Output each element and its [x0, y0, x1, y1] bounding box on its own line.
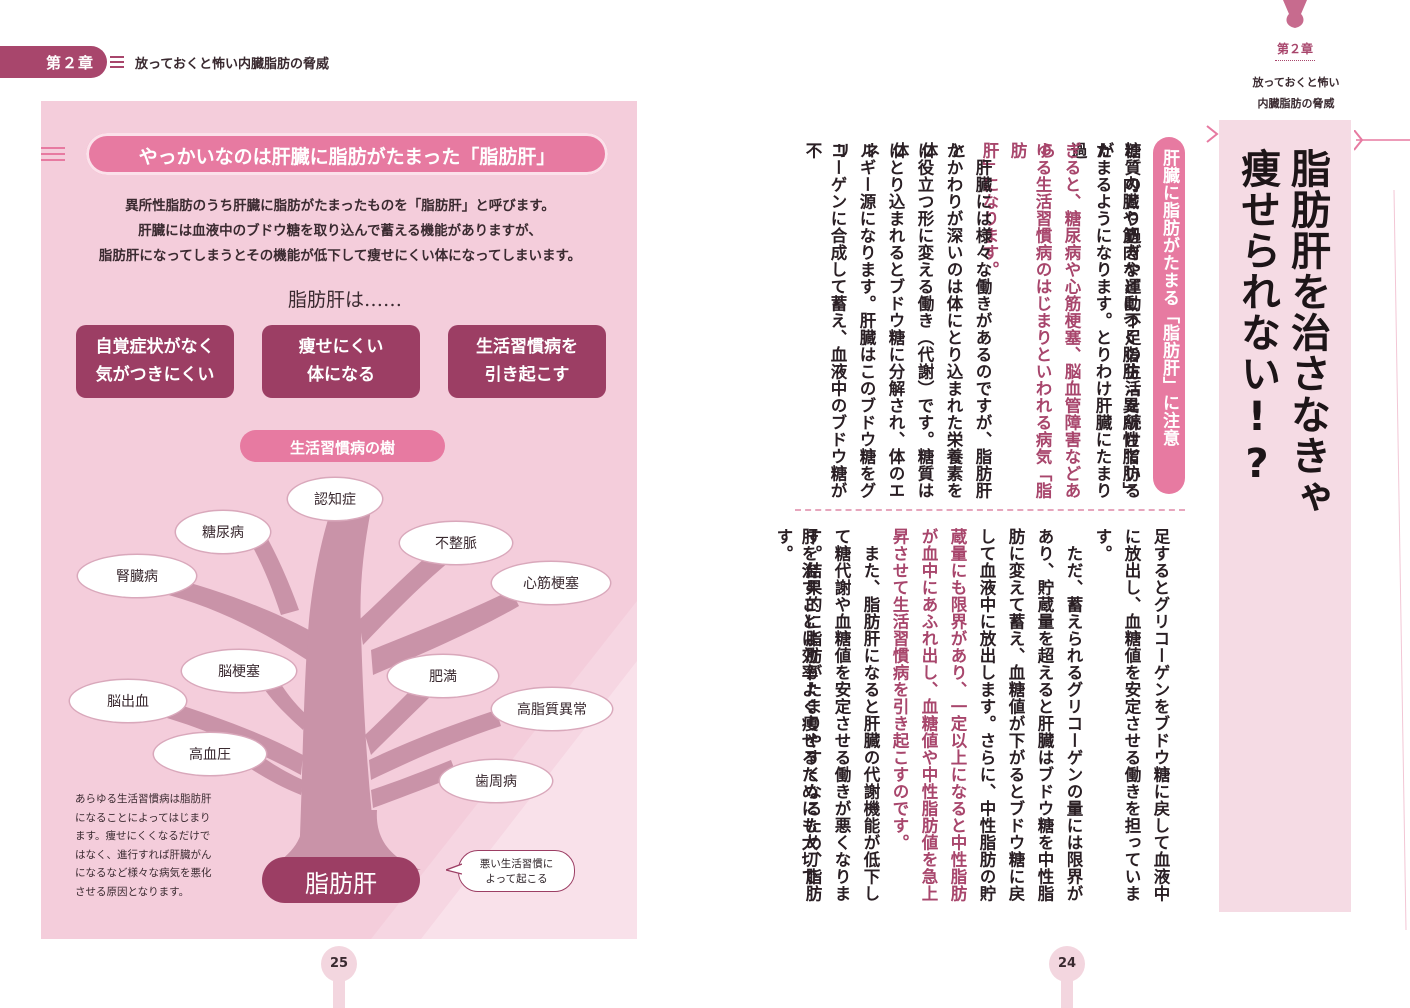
body-column: たまるようになります。とりわけ肝臓にたまり過	[1068, 142, 1112, 499]
body-column: に役立つ形に変える働き（代謝）です。糖質は体	[890, 142, 934, 499]
column-divider	[795, 509, 1185, 511]
body-column-emphasis: 蔵量にも限界があり、一定以上になると中性脂肪	[948, 528, 967, 902]
body-column: 肪に変えて蓄え、血糖値が下がるとブドウ糖に戻	[1006, 528, 1025, 902]
feature-box: 痩せにくい 体になる	[262, 325, 420, 398]
body-column: 肝臓には様々な働きがあるのですが、脂肪肝と	[948, 142, 992, 499]
body-column: かかわりが深いのは体にとり込まれた栄養素を体	[919, 142, 963, 499]
page-number-stem	[333, 978, 345, 1008]
disease-bubble-diabetes: 糖尿病	[176, 511, 270, 553]
disease-bubble-kidney: 腎臓病	[78, 555, 196, 597]
body-column: す。結果的に脂肪がたまりやすくなるため、脂肪	[803, 528, 822, 902]
body-column: に放出し、血糖値を安定させる働きを担っていま	[1122, 528, 1141, 902]
tree-note-line: させる原因となります。	[75, 885, 190, 898]
body-column: す。	[1093, 528, 1112, 562]
disease-bubble-dementia: 認知症	[288, 478, 382, 520]
tree-title-text: 生活習慣病の樹	[289, 439, 395, 457]
root-label-text: 脂肪肝	[305, 870, 377, 898]
chapter-divider	[1275, 60, 1315, 61]
disease-bubble-dyslipidemia: 高脂質異常	[492, 688, 612, 730]
body-column: ただ、蓄えられるグリコーゲンの量には限界が	[1064, 528, 1083, 902]
body-column: あり、貯蔵量を超えると肝臓はブドウ糖を中性脂	[1035, 528, 1054, 902]
main-title-line2: 痩せられない!?	[1234, 148, 1280, 488]
body-column: して血液中に放出します。さらに、中性脂肪の貯	[977, 528, 996, 902]
feature-box-line: 自覚症状がなく	[95, 337, 215, 357]
page-number-left: 25	[321, 946, 357, 982]
body-column: 足するとグリコーゲンをブドウ糖に戻して血液中	[1151, 528, 1170, 902]
subheading-text: 肝臓に脂肪がたまる「脂肪肝」に注意	[1159, 149, 1179, 447]
body-column-emphasis: が血中にあふれ出し、血糖値や中性脂肪値を急上	[919, 528, 938, 902]
main-title-line1: 脂肪肝を治さなきゃ	[1284, 148, 1330, 517]
speech-bubble: 悪い生活習慣に よって起こる	[458, 850, 575, 892]
section-headline: やっかいなのは肝臓に脂肪がたまった「脂肪肝」	[86, 133, 608, 175]
body-column-emphasis: ゆる生活習慣病のはじまりといわれる病気「脂肪	[1008, 142, 1052, 499]
feature-box-line: 引き起こす	[484, 365, 570, 385]
body-column: また、脂肪肝になると肝臓の代謝機能が低下し	[861, 528, 880, 902]
page-number-stem	[1061, 978, 1073, 1008]
feature-box-line: 気がつきにくい	[95, 365, 215, 385]
disease-bubble-cerebral-hemorrhage: 脳出血	[70, 680, 186, 722]
tree-note-line: はなく、進行すれば肝臓がん	[75, 848, 212, 861]
disease-bubble-cerebral-infarction: 脳梗塞	[182, 650, 296, 692]
intro-line: 肝臓には血液中のブドウ糖を取り込んで蓄える機能がありますが、	[138, 223, 542, 239]
body-column: にとり込まれるとブドウ糖に分解され、体のエネ	[861, 142, 905, 499]
body-column: と、内臓や筋肉などにつく脂肪「異所性脂肪」が	[1095, 142, 1139, 499]
right-chapter-title-line1: 放っておくと怖い	[1252, 76, 1340, 89]
decorative-lines-icon	[41, 147, 65, 161]
tree-note-line: になることによってはじまり	[75, 811, 211, 824]
feature-box: 自覚症状がなく 気がつきにくい	[76, 325, 234, 398]
page-number-right: 24	[1049, 946, 1085, 982]
right-chapter-title-line2: 内臓脂肪の脅威	[1257, 97, 1335, 110]
tree-note: あらゆる生活習慣病は脂肪肝 になることによってはじまり ます。痩せにくくなるだけ…	[75, 790, 240, 901]
disease-bubble-obesity: 肥満	[388, 655, 498, 697]
tree-note-line: あらゆる生活習慣病は脂肪肝	[75, 793, 212, 805]
feature-box-line: 痩せにくい	[298, 337, 384, 357]
title-band	[1219, 120, 1351, 912]
sub-title: 脂肪肝は……	[287, 289, 402, 311]
side-accent-lines	[1354, 130, 1410, 931]
title-chevron-icon	[1206, 125, 1219, 143]
tree-note-line: になるなど様々な病気を悪化	[75, 867, 212, 879]
body-column: て糖代謝や血糖値を安定させる働きが悪くなりま	[832, 528, 851, 902]
feature-box-line: 生活習慣病を	[476, 337, 578, 357]
chapter-title: 放っておくと怖い内臓脂肪の脅威	[135, 57, 329, 72]
intro-line: 異所性脂肪のうち肝臓に脂肪がたまったものを「脂肪肝」と呼びます。	[125, 198, 555, 214]
body-column: 糖質のとり過ぎや運動不足の生活を続けている	[1122, 142, 1141, 499]
feature-box: 生活習慣病を 引き起こす	[448, 325, 606, 398]
speech-tail-icon	[446, 863, 462, 875]
chapter-label: 第２章	[46, 54, 95, 72]
disease-bubble-mi: 心筋梗塞	[492, 562, 610, 604]
chapter-tab: 第２章	[0, 46, 107, 78]
subheading-pill: 肝臓に脂肪がたまる「脂肪肝」に注意	[1153, 137, 1185, 494]
disease-bubble-hypertension: 高血圧	[154, 733, 266, 775]
intro-line: 脂肪肝になってしまうとその機能が低下して痩せにくい体になってしまいます。	[98, 248, 582, 264]
body-column-emphasis: 昇させて生活習慣病を引き起こすのです。	[890, 528, 909, 851]
speech-line: 悪い生活習慣に	[479, 858, 554, 870]
menu-lines-icon	[110, 56, 124, 68]
body-column: ルギー源になります。肝臓はこのブドウ糖をグリ	[832, 142, 876, 499]
root-label: 脂肪肝	[262, 857, 420, 903]
speech-line: よって起こる	[485, 873, 548, 885]
body-column: 肝を治すことは効率よく痩せるためにも大切です。	[774, 528, 818, 885]
body-column: コーゲンに合成して蓄え、血液中のブドウ糖が不	[803, 142, 847, 499]
tree-title: 生活習慣病の樹	[240, 430, 445, 462]
top-ornament-icon	[1283, 0, 1307, 28]
tree-note-line: ます。痩せにくくなるだけで	[75, 830, 211, 842]
feature-box-line: 体になる	[307, 365, 375, 385]
body-column-emphasis: 肝」になります。	[980, 142, 999, 278]
disease-bubble-arrhythmia: 不整脈	[400, 522, 512, 564]
disease-bubble-periodontal: 歯周病	[440, 760, 552, 802]
section-headline-text: やっかいなのは肝臓に脂肪がたまった「脂肪肝」	[138, 146, 556, 168]
body-column-emphasis: ぎると、糖尿病や心筋梗塞、脳血管障害などあら	[1037, 142, 1081, 499]
right-chapter-label: 第２章	[1276, 42, 1313, 56]
